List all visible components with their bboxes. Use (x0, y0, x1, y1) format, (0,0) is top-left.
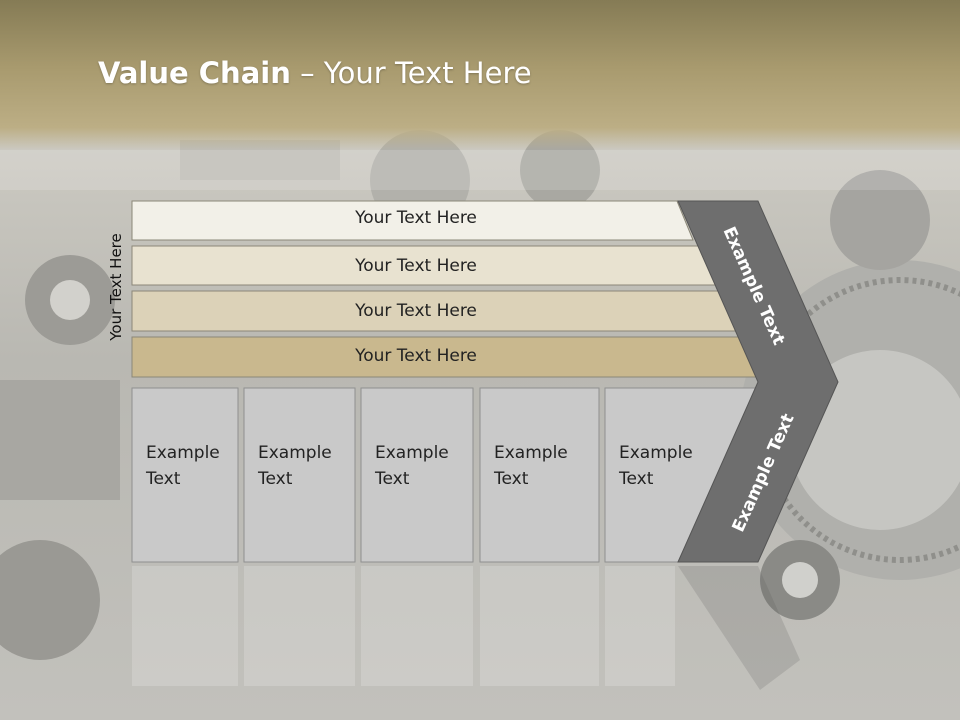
bar-4-label: Your Text Here (355, 346, 477, 366)
box-1[interactable] (131, 387, 239, 563)
title-rest: – Your Text Here (290, 56, 532, 90)
bar-1-label: Your Text Here (355, 208, 477, 228)
box-2[interactable] (243, 387, 356, 563)
reflection-group (132, 566, 800, 690)
chevron-arrow[interactable] (677, 200, 839, 563)
box-3[interactable] (360, 387, 474, 563)
bar-2-label: Your Text Here (355, 256, 477, 276)
box-3-line1: Example (375, 443, 449, 463)
box-4-line2: Text (494, 469, 529, 489)
box-2-line2: Text (258, 469, 293, 489)
box-2-line1: Example (258, 443, 332, 463)
box-4-line1: Example (494, 443, 568, 463)
box-5-line1: Example (619, 443, 693, 463)
title-band (0, 0, 960, 150)
bar-3-label: Your Text Here (355, 301, 477, 321)
box-3-line2: Text (375, 469, 410, 489)
box-5-line2: Text (619, 469, 654, 489)
box-1-line1: Example (146, 443, 220, 463)
title-bold: Value Chain (98, 56, 291, 90)
box-1-line2: Text (146, 469, 181, 489)
bar-1[interactable] (131, 200, 694, 241)
box-4[interactable] (479, 387, 600, 563)
slide-title: Value Chain – Your Text Here (98, 56, 532, 90)
